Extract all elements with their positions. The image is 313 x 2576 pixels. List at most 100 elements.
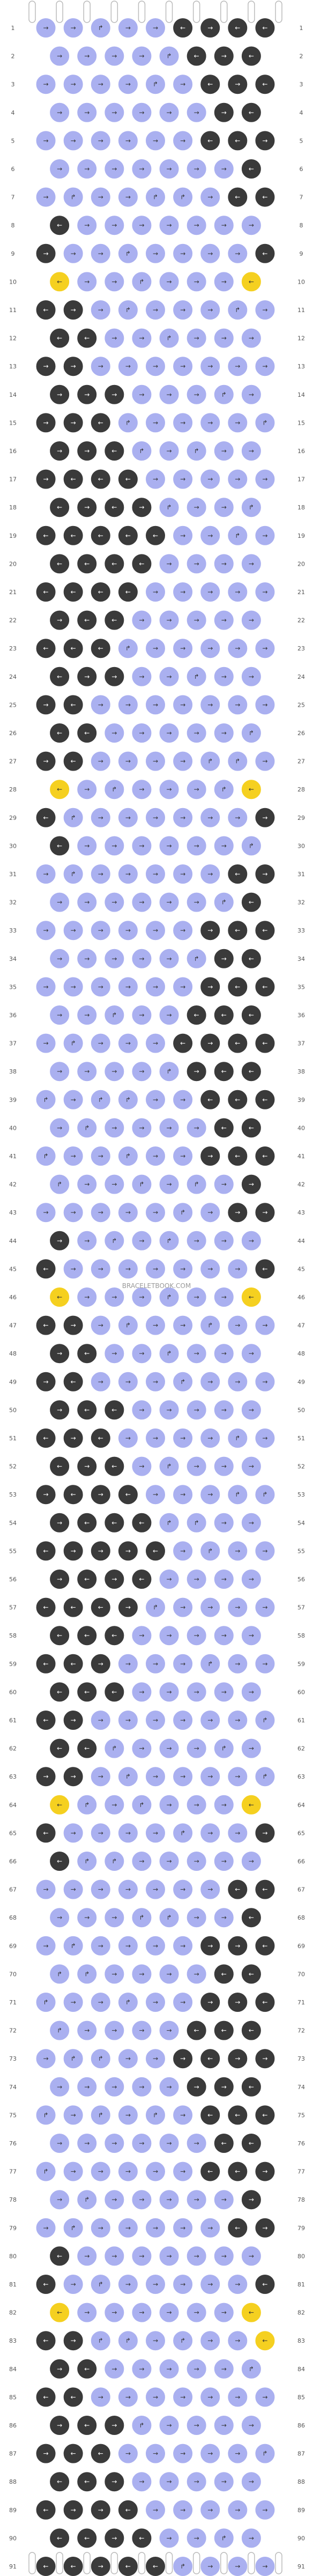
knot — [145, 638, 166, 659]
knot — [186, 2133, 207, 2153]
knot — [90, 1371, 111, 1392]
knot-arrow: → — [111, 391, 117, 398]
row-label-right: 54 — [297, 1520, 305, 1527]
row-label-right: 57 — [297, 1604, 305, 1611]
knot — [117, 1710, 138, 1730]
knot — [255, 2443, 275, 2464]
row-label-right: 10 — [297, 278, 305, 285]
knot-arrow: ↱ — [153, 1604, 158, 1611]
row-label-left: 65 — [9, 1830, 17, 1837]
knot-arrow: ↱ — [249, 504, 254, 511]
knot-arrow: ← — [84, 2422, 90, 2429]
knot — [35, 130, 56, 151]
knot-arrow: ↱ — [207, 1547, 213, 1555]
knot-arrow: → — [249, 2252, 254, 2260]
knot — [35, 1766, 56, 1787]
knot — [255, 18, 275, 38]
row-label-left: 88 — [9, 2478, 17, 2485]
knot-arrow: ← — [57, 335, 62, 342]
row-label-right: 75 — [297, 2112, 305, 2119]
knot-arrow: → — [207, 701, 213, 708]
row-label-left: 84 — [9, 2366, 17, 2373]
knot-arrow: → — [125, 194, 131, 201]
knot-arrow: → — [262, 1604, 267, 1611]
knot-arrow: → — [111, 2365, 117, 2373]
knot-arrow: ↱ — [84, 2196, 90, 2203]
knot-arrow: → — [111, 899, 117, 906]
knot-arrow: ↱ — [139, 447, 144, 455]
knot-arrow: → — [167, 1688, 172, 1696]
knot — [213, 948, 234, 969]
knot — [200, 356, 221, 377]
knot-arrow: → — [249, 1463, 254, 1470]
knot — [200, 2499, 221, 2520]
row-label-left: 19 — [9, 532, 17, 539]
knot-arrow: ← — [57, 2478, 62, 2485]
knot — [213, 2415, 234, 2436]
knot-arrow: → — [111, 2196, 117, 2203]
knot-arrow: → — [71, 2281, 76, 2288]
knot — [186, 1851, 207, 1871]
knot-arrow: → — [71, 306, 76, 314]
knot-arrow: → — [139, 1068, 144, 1075]
knot — [227, 2105, 248, 2126]
knot — [63, 2556, 84, 2576]
knot — [49, 2133, 70, 2153]
knot — [49, 1907, 70, 1928]
knot-arrow: → — [167, 729, 172, 737]
knot-arrow: ← — [235, 983, 240, 990]
knot — [35, 751, 56, 772]
row-label-left: 57 — [9, 1604, 17, 1611]
knot — [159, 2133, 180, 2153]
knot — [200, 2330, 221, 2351]
knot-arrow: ↱ — [111, 1745, 117, 1752]
row-label-right: 33 — [297, 927, 305, 934]
knot-arrow: → — [194, 221, 199, 229]
knot-arrow: → — [180, 2393, 185, 2401]
knot-arrow: → — [125, 2055, 131, 2062]
knot — [131, 1230, 152, 1251]
knot — [173, 412, 193, 433]
knot — [241, 610, 262, 631]
knot-arrow: → — [71, 24, 76, 32]
knot — [227, 1710, 248, 1730]
knot — [90, 582, 111, 602]
knot — [104, 553, 125, 574]
row-label-left: 54 — [9, 1520, 17, 1527]
knot — [241, 892, 262, 913]
knot-arrow: → — [71, 2506, 76, 2514]
knot-arrow: ← — [98, 532, 103, 539]
knot-arrow: → — [249, 391, 254, 398]
knot-arrow: → — [98, 1998, 103, 2006]
knot — [131, 1907, 152, 1928]
knot-arrow: → — [57, 2196, 62, 2203]
knot — [90, 1259, 111, 1279]
knot-arrow: → — [194, 2140, 199, 2147]
knot-arrow: → — [207, 532, 213, 539]
knot — [35, 1653, 56, 1674]
knot-arrow: ↱ — [98, 2281, 103, 2288]
row-label-left: 32 — [9, 899, 17, 906]
knot — [35, 1935, 56, 1956]
row-label-left: 31 — [9, 871, 17, 878]
knot-arrow: → — [235, 1209, 240, 1216]
knot-arrow: ← — [249, 1124, 254, 1131]
knot-arrow: ← — [71, 701, 76, 708]
knot-arrow: → — [84, 109, 90, 116]
knot-arrow: ← — [262, 1265, 267, 1272]
knot — [77, 384, 98, 405]
row-label-right: 89 — [297, 2507, 305, 2514]
knot — [131, 2528, 152, 2549]
knot-arrow: ← — [84, 1632, 90, 1639]
knot-arrow: → — [43, 419, 49, 426]
knot-arrow: → — [153, 362, 158, 370]
knot-arrow: → — [153, 1040, 158, 1047]
row-label-right: 60 — [297, 1689, 305, 1696]
knot — [186, 1738, 207, 1759]
knot-arrow: → — [111, 335, 117, 342]
knot-arrow: ↱ — [111, 1011, 117, 1019]
knot — [255, 1823, 275, 1844]
knot-arrow: → — [207, 1152, 213, 1160]
knot-arrow: → — [125, 1829, 131, 1837]
knot-arrow: → — [153, 1491, 158, 1498]
